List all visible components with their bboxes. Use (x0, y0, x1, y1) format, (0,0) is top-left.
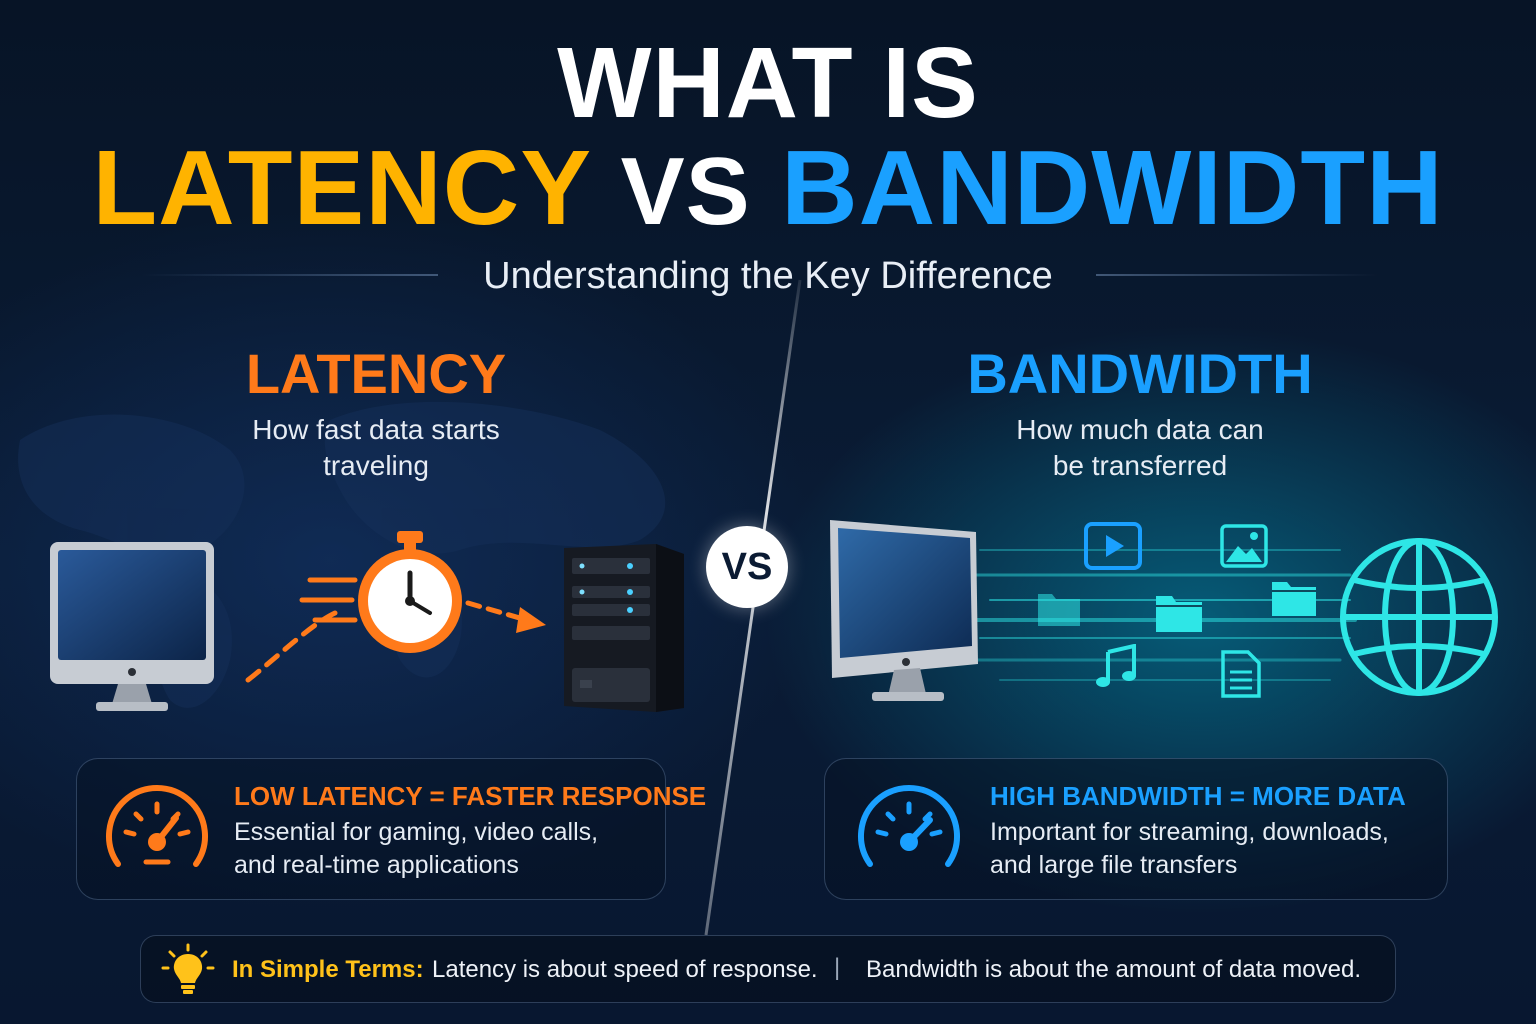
monitor-icon (830, 520, 978, 701)
latency-card-heading: LOW LATENCY = FASTER RESPONSE (234, 781, 707, 811)
bandwidth-card-heading: HIGH BANDWIDTH = MORE DATA (990, 781, 1406, 811)
title-line-2: LATENCY VS BANDWIDTH (0, 128, 1536, 252)
folder-icon (1272, 582, 1316, 616)
play-icon (1084, 522, 1142, 570)
title-vs: VS (620, 138, 751, 245)
summary-bar (140, 935, 1396, 1003)
bandwidth-card-line-2: and large file transfers (990, 851, 1238, 879)
summary-latency-text: Latency is about speed of response. (432, 956, 818, 983)
lightbulb-icon (161, 943, 215, 994)
speedometer-icon (858, 785, 960, 867)
title-line-1: WHAT IS (557, 27, 979, 139)
title-bandwidth: BANDWIDTH (781, 129, 1444, 247)
bandwidth-desc-line-1: How much data can (1016, 414, 1264, 445)
summary-separator: | (834, 954, 841, 981)
music-icon (1096, 644, 1136, 687)
bandwidth-heading: BANDWIDTH (967, 342, 1313, 405)
document-icon (1221, 650, 1261, 698)
vs-badge: VS (706, 526, 788, 608)
latency-card-line-1: Essential for gaming, video calls, (234, 818, 599, 846)
summary-bandwidth-text: Bandwidth is about the amount of data mo… (866, 956, 1361, 983)
latency-card-line-2: and real-time applications (234, 851, 519, 879)
latency-heading: LATENCY (245, 342, 507, 405)
speedometer-icon (106, 785, 208, 867)
image-icon (1220, 524, 1268, 568)
subtitle: Understanding the Key Difference (483, 255, 1053, 297)
bandwidth-desc-line-2: be transferred (1052, 450, 1228, 481)
server-icon (564, 544, 684, 712)
stopwatch-icon (245, 531, 546, 683)
bandwidth-card (824, 758, 1448, 900)
globe-icon (1340, 538, 1498, 696)
latency-desc-line-1: How fast data starts (252, 414, 500, 445)
subtitle-rule-left (142, 274, 438, 276)
bandwidth-card-line-1: Important for streaming, downloads, (990, 818, 1389, 846)
latency-card (76, 758, 666, 900)
latency-desc-line-2: traveling (323, 450, 429, 481)
folder-icon (1038, 594, 1080, 626)
summary-label: In Simple Terms: (232, 956, 424, 983)
folder-icon (1156, 596, 1202, 632)
monitor-icon (50, 542, 214, 711)
title-latency: LATENCY (92, 129, 591, 247)
